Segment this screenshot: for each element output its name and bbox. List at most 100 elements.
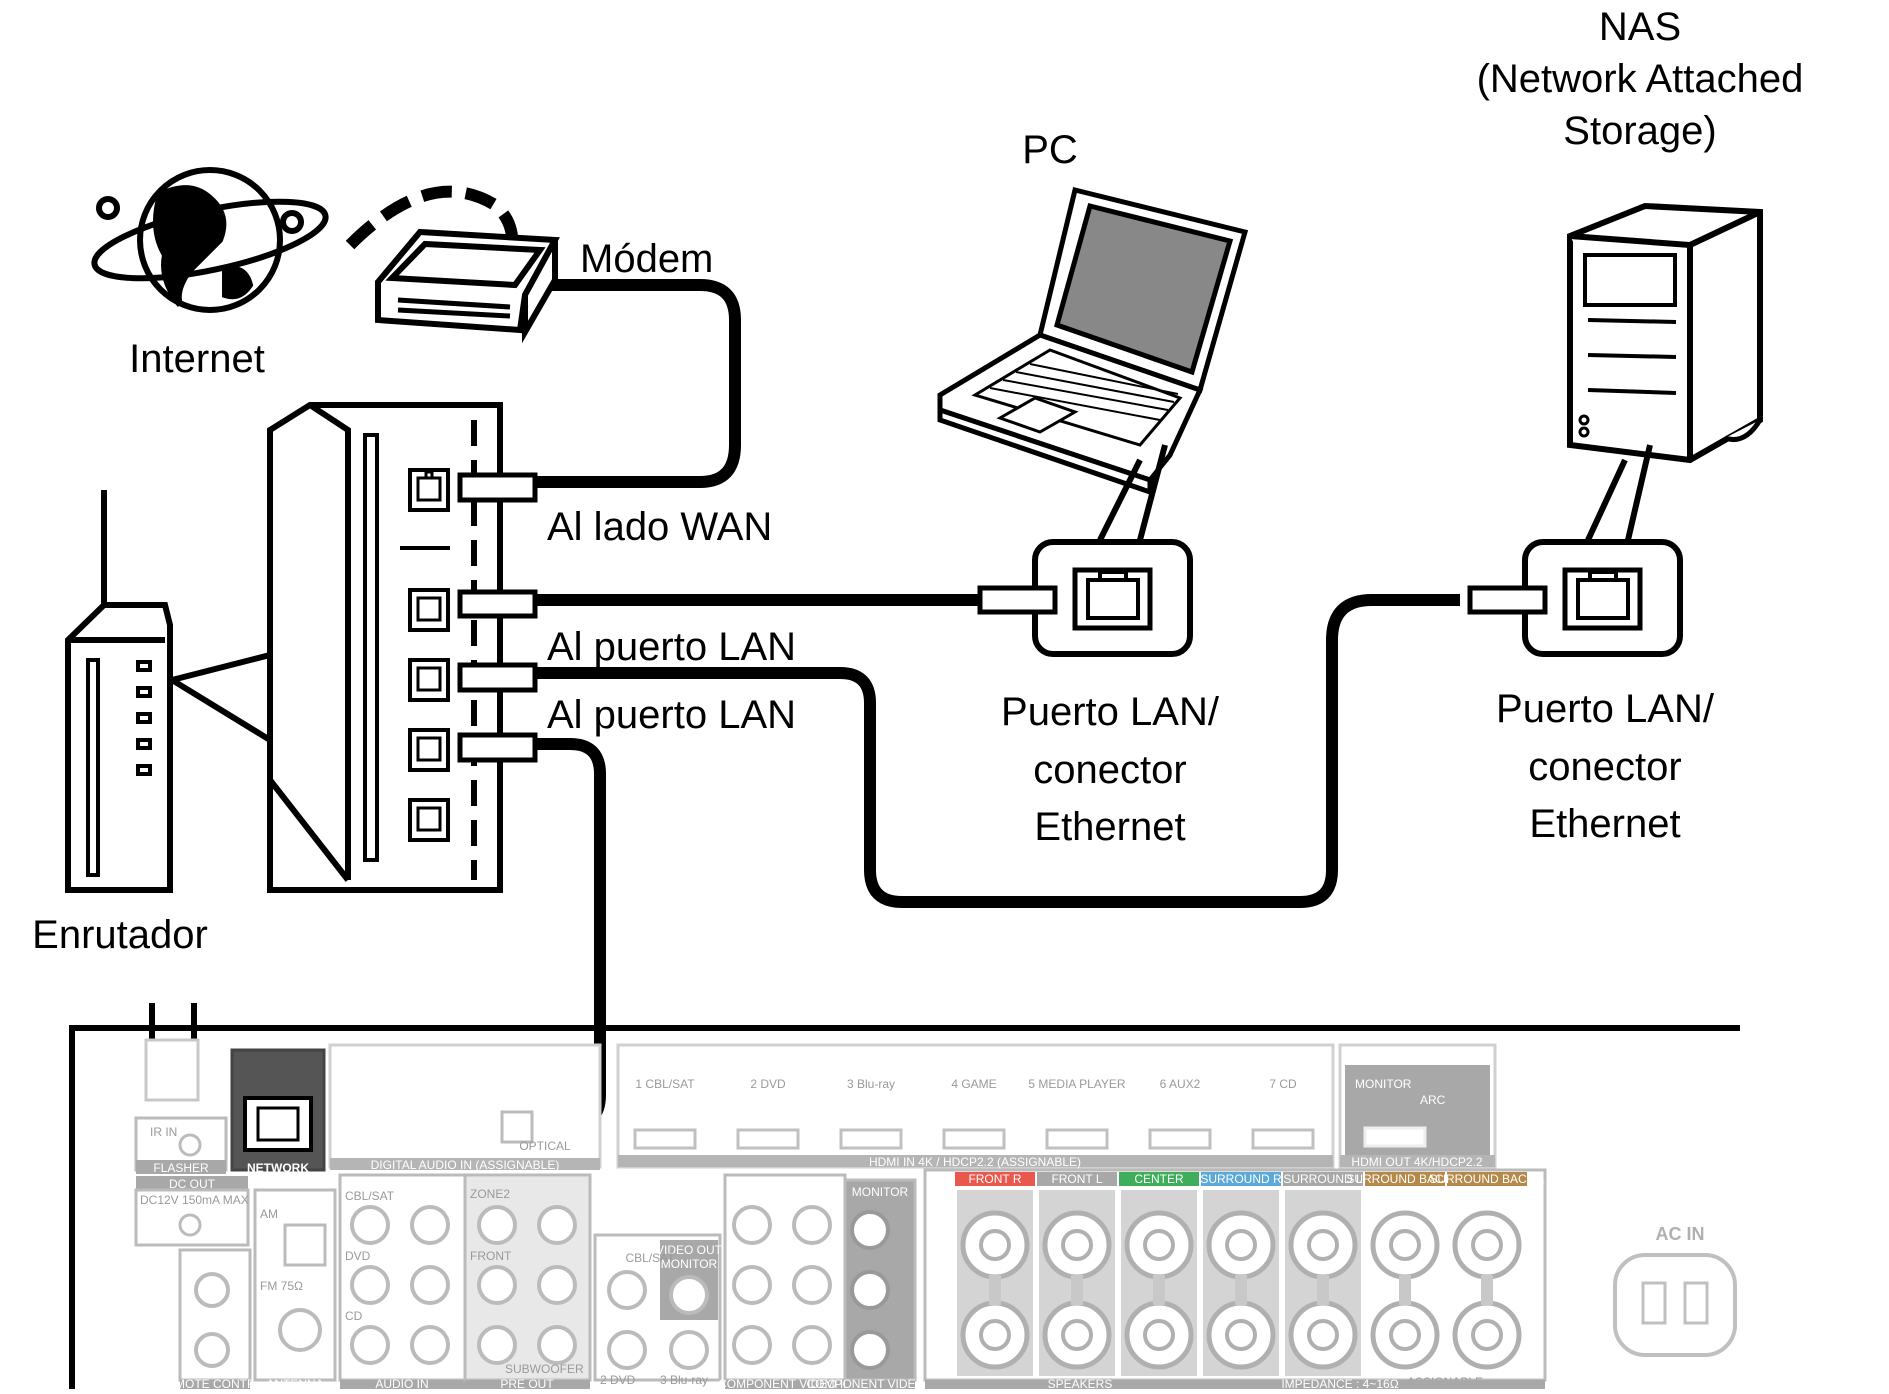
pc-port-callout [977, 444, 1193, 657]
pc-port-label: Ethernet [1034, 805, 1185, 849]
speaker-terminal[interactable] [960, 1210, 1030, 1280]
hdmi-input-port[interactable] [1045, 1128, 1109, 1150]
component-video-out-label: COMPONENT VIDEO OUT [806, 1377, 954, 1389]
network-panel-label: NETWORK [247, 1161, 309, 1175]
speaker-terminal[interactable] [1206, 1300, 1276, 1370]
speaker-channel-band [955, 1172, 1035, 1186]
speaker-channel-label: SURROUND L [1283, 1172, 1363, 1186]
speaker-terminal[interactable] [1370, 1300, 1440, 1370]
speaker-channel-band [1037, 1172, 1117, 1186]
speaker-terminal[interactable] [1452, 1300, 1522, 1370]
monitor-label: MONITOR [1355, 1077, 1412, 1091]
lan-label-1: Al puerto LAN [547, 625, 796, 669]
cable-router-nas [530, 594, 1460, 908]
dvd-label: DVD [345, 1249, 371, 1263]
router-label: Enrutador [32, 913, 208, 957]
impedance-label: IMPEDANCE : 4~16Ω [1281, 1377, 1398, 1389]
hdmi-input-port[interactable] [633, 1128, 697, 1150]
nas-label: NAS [1599, 5, 1681, 49]
speaker-terminal[interactable] [1206, 1210, 1276, 1280]
receiver-rear-panel: NETWORK IR IN FLASHER DC OUT DC12V 150mA… [69, 1003, 1740, 1391]
hdmi-input-port[interactable] [1148, 1128, 1212, 1150]
nas-label: (Network Attached [1477, 57, 1804, 101]
speaker-channel-band [1365, 1172, 1445, 1186]
antenna-label: ANTENNA [266, 1377, 323, 1389]
bluray-video-label: 3 Blu-ray [660, 1373, 708, 1387]
cbl-sat-video-label: CBL/SAT [625, 1251, 675, 1265]
dc-spec-label: DC12V 150mA MAX [140, 1193, 249, 1207]
speaker-terminal[interactable] [1370, 1210, 1440, 1280]
arc-label: ARC [1420, 1093, 1446, 1107]
router-icon [65, 402, 538, 893]
component-video-in-label: COMPONENT VIDEO IN [718, 1377, 852, 1389]
panel-outline [69, 1025, 1740, 1389]
hdmi-input-label: 5 MEDIA PLAYER [1028, 1077, 1125, 1091]
pre-out-label: PRE OUT [500, 1377, 554, 1389]
receiver-network-port [243, 1096, 313, 1152]
cable-modem-wan [525, 279, 741, 488]
speaker-channel-label: SURROUND BACK R [1346, 1172, 1464, 1186]
subwoofer-label: SUBWOOFER [505, 1362, 584, 1376]
pc-port-label: conector [1033, 748, 1186, 792]
modem-icon [375, 228, 560, 344]
lan-label-2: Al puerto LAN [547, 693, 796, 737]
hdmi-input-label: 2 DVD [750, 1077, 786, 1091]
speaker-channel-label: SURROUND BACK L [1429, 1172, 1545, 1186]
speaker-terminal[interactable] [1124, 1210, 1194, 1280]
video-out-label: VIDEO OUT [656, 1243, 723, 1257]
hdmi-input-port[interactable] [1251, 1128, 1315, 1150]
speakers-label: SPEAKERS [1048, 1377, 1113, 1389]
nas-port-callout [1467, 444, 1683, 657]
speaker-terminal[interactable] [1288, 1300, 1358, 1370]
hdmi-input-port[interactable] [839, 1128, 903, 1150]
speaker-channel-label: SURROUND R [1200, 1172, 1282, 1186]
digital-audio-in-label: DIGITAL AUDIO IN (ASSIGNABLE) [371, 1158, 560, 1172]
flasher-label: FLASHER [153, 1161, 209, 1175]
speaker-terminal[interactable] [1042, 1210, 1112, 1280]
cd-label: CD [345, 1309, 363, 1323]
hdmi-input-label: 7 CD [1269, 1077, 1297, 1091]
speaker-terminal[interactable] [960, 1300, 1030, 1370]
speaker-channel-band [1201, 1172, 1281, 1186]
ac-in-socket [1613, 1253, 1737, 1357]
speaker-terminal[interactable] [1452, 1210, 1522, 1280]
nas-port-label: conector [1528, 745, 1681, 789]
nas-port-label: Ethernet [1529, 802, 1680, 846]
cable-internet-dashed [345, 185, 519, 251]
nas-label: Storage) [1563, 109, 1716, 153]
modem-label: Módem [580, 237, 713, 281]
nas-tower-icon [1567, 202, 1763, 464]
speaker-terminal[interactable] [1124, 1300, 1194, 1370]
speaker-terminal[interactable] [1042, 1300, 1112, 1370]
speaker-channel-label: FRONT L [1051, 1172, 1102, 1186]
hdmi-input-label: 6 AUX2 [1160, 1077, 1201, 1091]
hdmi-out-label: HDMI OUT 4K/HDCP2.2 [1351, 1155, 1482, 1169]
speaker-terminal[interactable] [1288, 1210, 1358, 1280]
diagram-labels: NAS (Network Attached Storage) PC Módem … [32, 5, 1803, 957]
internet-label: Internet [129, 337, 265, 381]
remote-control-label: REMOTE CONTROL [158, 1377, 272, 1389]
hdmi-input-label: 3 Blu-ray [847, 1077, 895, 1091]
pc-label: PC [1022, 128, 1078, 172]
am-label: AM [260, 1207, 278, 1221]
speaker-channel-band [1119, 1172, 1199, 1186]
nas-port-label: Puerto LAN/ [1496, 687, 1715, 731]
hdmi-input-label: 4 GAME [951, 1077, 996, 1091]
hdmi-in-label: HDMI IN 4K / HDCP2.2 (ASSIGNABLE) [869, 1155, 1081, 1169]
hdmi-input-port[interactable] [942, 1128, 1006, 1150]
internet-globe-icon [91, 167, 329, 313]
cbl-sat-label: CBL/SAT [345, 1189, 395, 1203]
dvd-video-label: 2 DVD [600, 1373, 636, 1387]
ir-in-label: IR IN [150, 1125, 177, 1139]
fm-label: FM 75Ω [260, 1279, 303, 1293]
audio-in-label: AUDIO IN [375, 1377, 428, 1389]
speaker-channel-band [1447, 1172, 1527, 1186]
zone2-label: ZONE2 [470, 1187, 510, 1201]
wan-label: Al lado WAN [547, 505, 772, 549]
hdmi-input-port[interactable] [736, 1128, 800, 1150]
monitor-component-label: MONITOR [852, 1185, 909, 1199]
pc-port-label: Puerto LAN/ [1001, 690, 1220, 734]
